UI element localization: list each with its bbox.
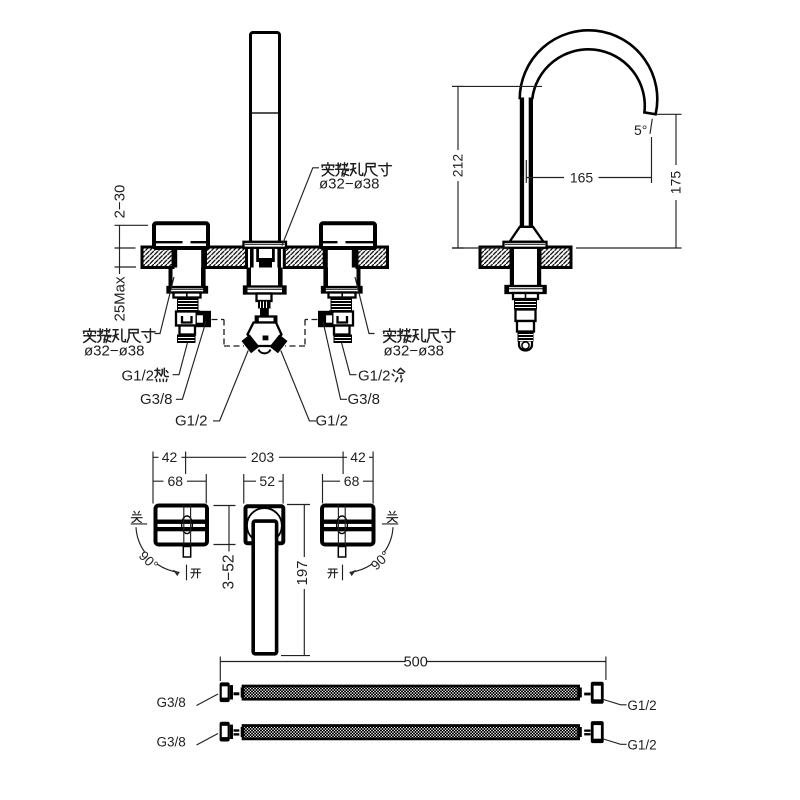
svg-text:ø32−ø38: ø32−ø38 [384,343,444,360]
svg-text:G1/2: G1/2 [358,368,391,385]
svg-text:500: 500 [404,655,428,671]
svg-text:203: 203 [251,449,275,465]
svg-text:42: 42 [350,449,366,465]
svg-text:5°: 5° [634,122,647,138]
svg-text:ø32−ø38: ø32−ø38 [84,343,144,360]
svg-text:2−30: 2−30 [112,185,129,219]
svg-text:G3/8: G3/8 [348,391,381,408]
svg-text:42: 42 [162,449,178,465]
svg-text:25Max: 25Max [112,276,129,322]
svg-text:212: 212 [450,154,466,178]
svg-text:ø32−ø38: ø32−ø38 [319,176,379,193]
svg-text:G1/2: G1/2 [627,698,656,713]
svg-text:165: 165 [570,169,594,185]
svg-text:68: 68 [344,473,360,489]
svg-text:G3/8: G3/8 [140,391,173,408]
svg-text:G3/8: G3/8 [157,695,186,710]
svg-text:68: 68 [168,473,184,489]
svg-text:3−52: 3−52 [221,555,238,590]
svg-text:G1/2: G1/2 [627,738,656,753]
svg-text:52: 52 [259,473,275,489]
svg-text:175: 175 [668,171,684,195]
svg-text:G3/8: G3/8 [157,735,186,750]
svg-text:G1/2: G1/2 [122,368,155,385]
svg-text:G1/2: G1/2 [175,413,208,430]
svg-text:197: 197 [294,560,311,585]
svg-text:G1/2: G1/2 [316,413,349,430]
